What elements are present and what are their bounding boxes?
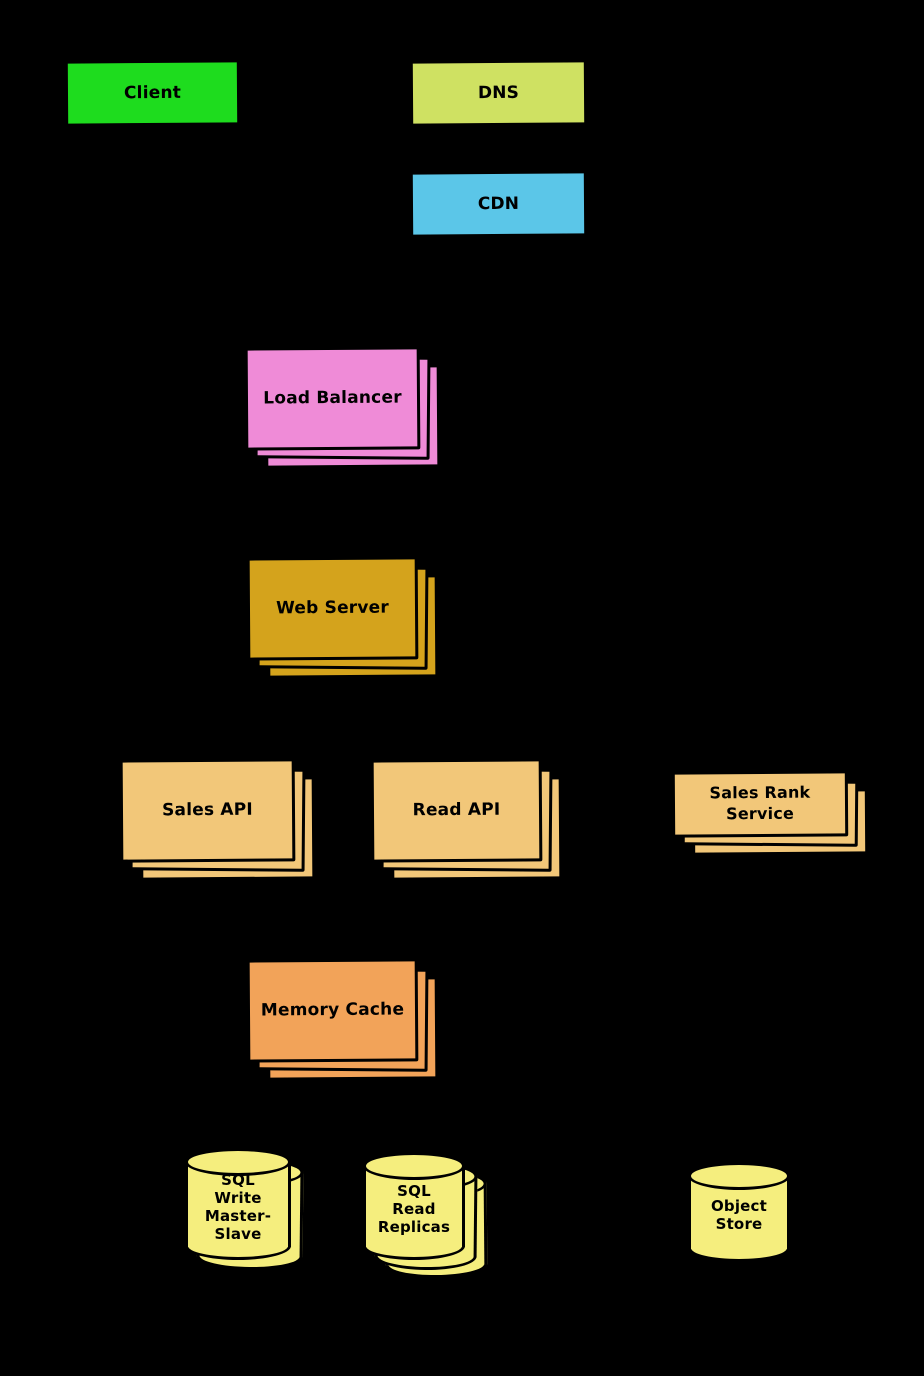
object-store-cylinder: Object Store [688, 1162, 790, 1262]
dns-node: DNS [409, 59, 588, 127]
read-api-node: Read API [370, 758, 563, 881]
sales-rank-service-label: Sales Rank Service [709, 782, 811, 824]
cdn-node: CDN [409, 170, 588, 238]
sql-read-replicas-node: SQL Read Replicas [363, 1152, 488, 1279]
read-api-label: Read API [412, 800, 501, 821]
web-server-label: Web Server [275, 598, 390, 619]
memory-cache-node: Memory Cache [246, 958, 439, 1081]
load-balancer-box: Load Balancer [244, 346, 421, 451]
read-api-box: Read API [370, 758, 543, 863]
client-label: Client [123, 82, 182, 104]
client-node: Client [64, 59, 241, 127]
dns-box: DNS [409, 59, 588, 127]
sales-rank-service-node: Sales Rank Service [671, 770, 869, 856]
sales-rank-service-box: Sales Rank Service [671, 770, 849, 838]
memory-cache-label: Memory Cache [260, 999, 405, 1021]
object-store-node: Object Store [688, 1162, 790, 1262]
web-server-box: Web Server [246, 556, 419, 661]
load-balancer-label: Load Balancer [263, 387, 402, 409]
sql-write-cylinder: SQL Write Master- Slave [185, 1148, 291, 1260]
cylinder-top-cap [688, 1162, 790, 1190]
web-server-node: Web Server [246, 556, 439, 679]
sql-write-master-slave-label: SQL Write Master- Slave [204, 1171, 272, 1243]
client-box: Client [64, 59, 241, 127]
sql-read-replicas-label: SQL Read Replicas [377, 1182, 451, 1236]
sql-write-master-slave-node: SQL Write Master- Slave [185, 1148, 304, 1271]
cdn-label: CDN [477, 193, 520, 215]
sales-api-node: Sales API [119, 758, 316, 881]
object-store-label: Object Store [710, 1197, 768, 1233]
sales-api-box: Sales API [119, 758, 296, 863]
dns-label: DNS [477, 82, 520, 104]
cylinder-top-cap [185, 1148, 291, 1176]
cylinder-top-cap [363, 1152, 465, 1180]
cdn-box: CDN [409, 170, 588, 238]
memory-cache-box: Memory Cache [246, 958, 419, 1063]
sales-api-label: Sales API [161, 800, 253, 821]
load-balancer-node: Load Balancer [244, 346, 441, 469]
sql-read-cylinder: SQL Read Replicas [363, 1152, 465, 1260]
